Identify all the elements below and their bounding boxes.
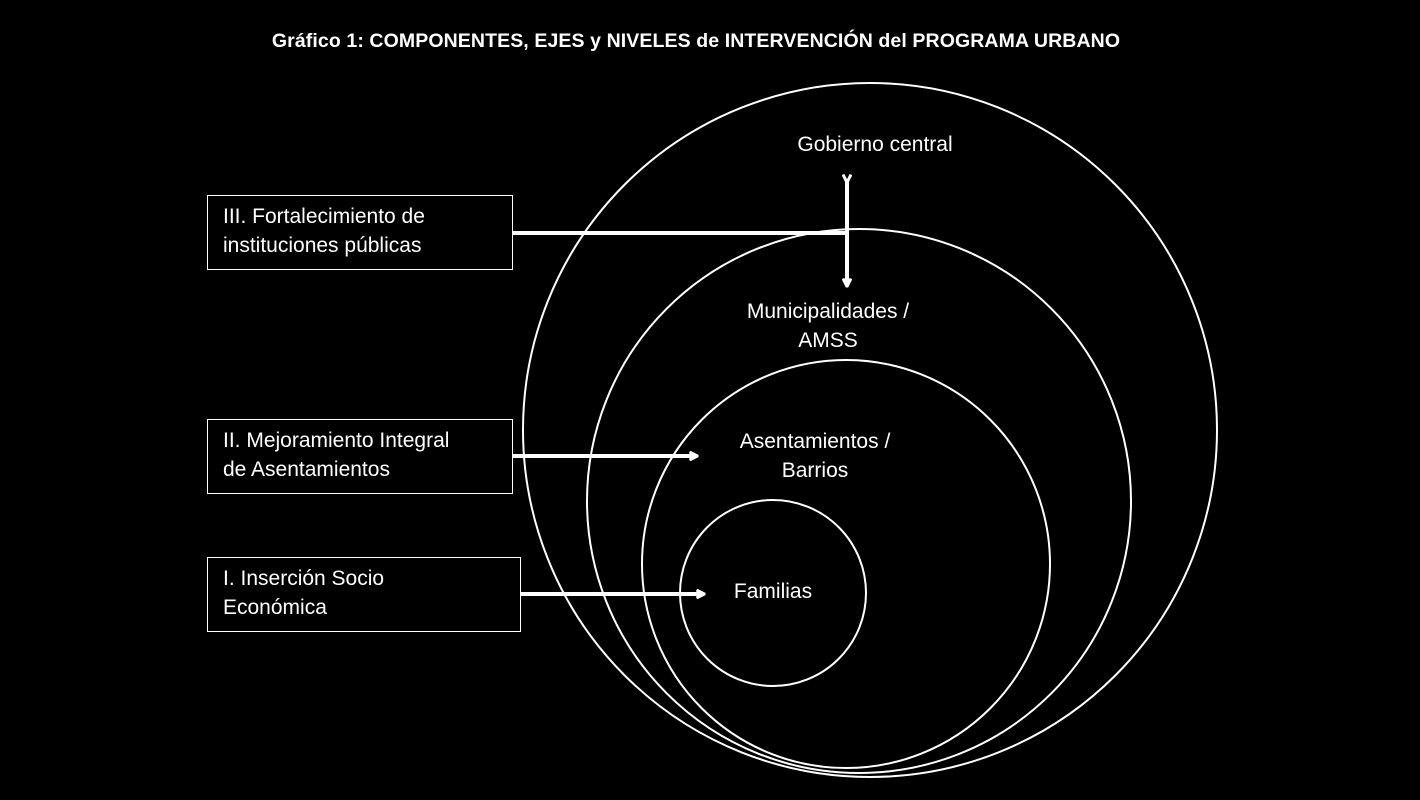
label-familias: Familias xyxy=(733,580,813,603)
label-municipalidades: Municipalidades / AMSS xyxy=(746,300,910,352)
diagram-title: Gráfico 1: COMPONENTES, EJES y NIVELES d… xyxy=(271,30,1121,52)
level-circle-municipalidades xyxy=(586,228,1132,774)
component-box-insercion: I. Inserción Socio Económica xyxy=(207,557,521,632)
label-asentamientos: Asentamientos / Barrios xyxy=(739,430,891,482)
level-circle-gobierno-central xyxy=(522,82,1218,778)
level-circle-asentamientos xyxy=(641,359,1051,769)
component-box-fortalecimiento: III. Fortalecimiento de instituciones pú… xyxy=(207,195,513,270)
label-gobierno-central: Gobierno central xyxy=(797,133,953,156)
component-box-mejoramiento: II. Mejoramiento Integral de Asentamient… xyxy=(207,419,513,494)
